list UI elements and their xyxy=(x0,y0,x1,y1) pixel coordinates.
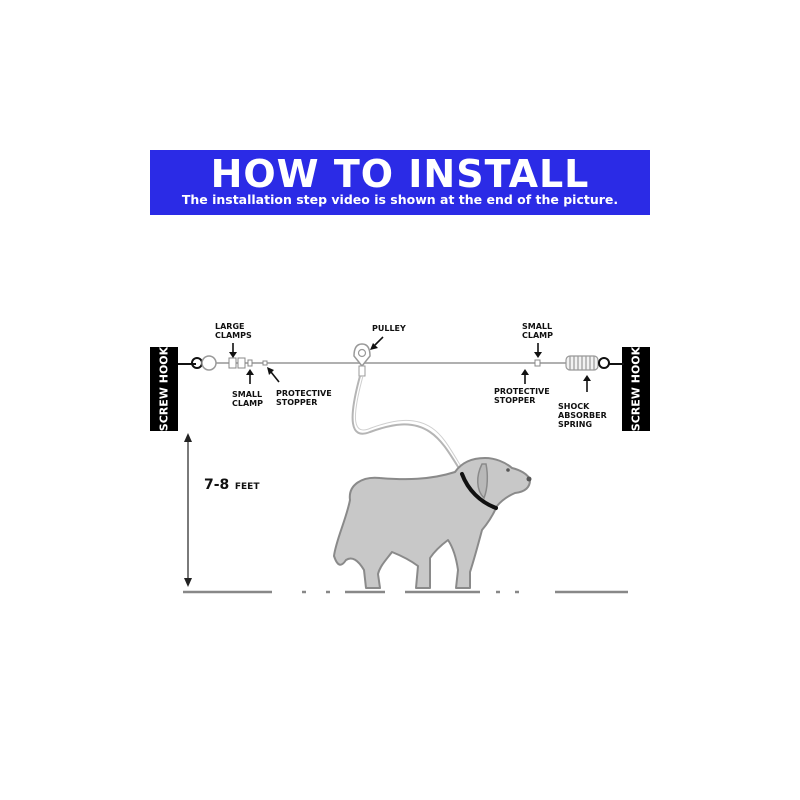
small-clamp-right-icon xyxy=(534,359,541,367)
pulley-icon xyxy=(353,343,371,377)
shock-absorber-line2: ABSORBER xyxy=(558,411,607,420)
leash xyxy=(351,375,461,471)
pulley-label: PULLEY xyxy=(372,324,406,333)
small-clamp-left-line2: CLAMP xyxy=(232,399,263,408)
left-screw-hook-icon xyxy=(178,355,217,371)
small-clamp-right-line2: CLAMP xyxy=(522,331,553,340)
height-label: 7-8 FEET xyxy=(204,474,259,493)
large-clamps-icon xyxy=(228,357,268,369)
shock-absorber-line1: SHOCK xyxy=(558,402,590,411)
protective-stopper-right-label: PROTECTIVE STOPPER xyxy=(494,387,550,405)
protective-stopper-left-label: PROTECTIVE STOPPER xyxy=(276,389,332,407)
protective-stopper-right-line2: STOPPER xyxy=(494,396,536,405)
large-clamps-line2: CLAMPS xyxy=(215,331,252,340)
small-clamp-right-label: SMALL CLAMP xyxy=(522,322,553,340)
shock-absorber-spring-icon xyxy=(565,355,599,371)
small-clamp-left-label: SMALL CLAMP xyxy=(232,390,263,408)
left-post: SCREW HOOK xyxy=(150,347,178,431)
height-value: 7-8 xyxy=(204,477,230,493)
small-clamp-left-line1: SMALL xyxy=(232,390,263,399)
height-arrow xyxy=(184,433,192,587)
height-unit: FEET xyxy=(234,482,260,492)
protective-stopper-left-line1: PROTECTIVE xyxy=(276,389,332,398)
protective-stopper-left-line2: STOPPER xyxy=(276,398,318,407)
install-banner: HOW TO INSTALL The installation step vid… xyxy=(150,150,650,215)
protective-stopper-right-line1: PROTECTIVE xyxy=(494,387,550,396)
dog-icon xyxy=(333,457,532,589)
shock-absorber-line3: SPRING xyxy=(558,420,593,429)
banner-subtitle: The installation step video is shown at … xyxy=(181,192,619,207)
right-post: SCREW HOOK xyxy=(622,347,650,431)
banner-title: HOW TO INSTALL xyxy=(210,152,590,196)
shock-absorber-label: SHOCK ABSORBER SPRING xyxy=(558,402,607,429)
small-clamp-right-line1: SMALL xyxy=(522,322,553,331)
right-screw-hook-icon xyxy=(598,357,624,369)
large-clamps-label: LARGE CLAMPS xyxy=(215,322,252,340)
pointer-arrows xyxy=(229,336,591,392)
large-clamps-line1: LARGE xyxy=(215,322,245,331)
